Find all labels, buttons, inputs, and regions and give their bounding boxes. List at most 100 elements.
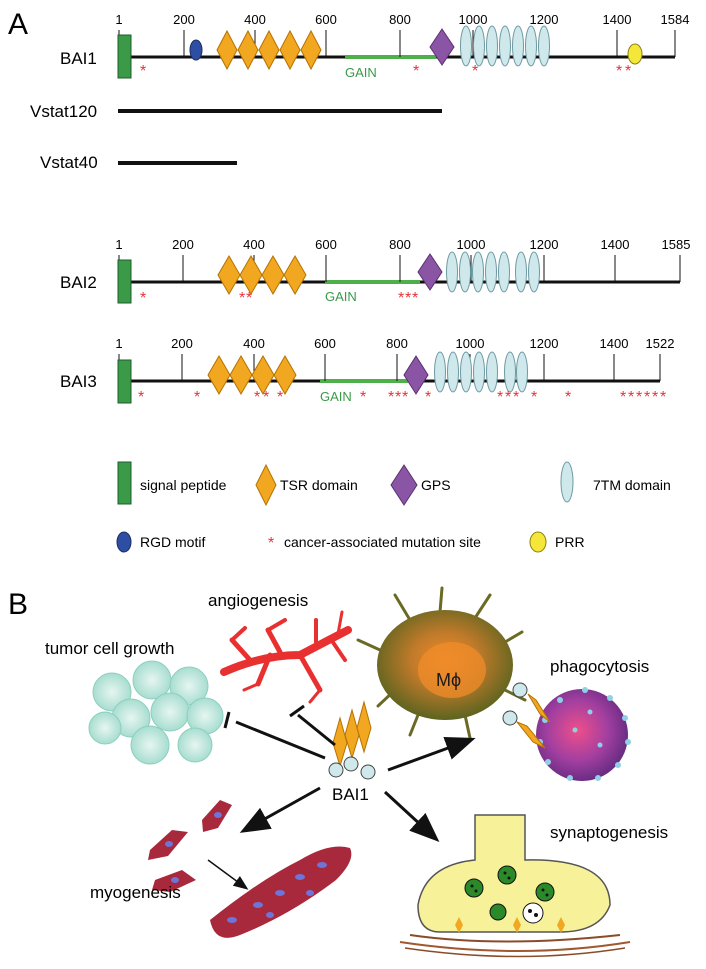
bai2-gain-label: GAIN	[325, 289, 357, 304]
bai3-diagram: BAI3 1 200 400 600 800 1000 1200 1400 15…	[60, 336, 674, 406]
bai1-tick-label: 1000	[459, 12, 488, 27]
legend-gps-label: GPS	[421, 477, 451, 493]
svg-text:*: *	[472, 63, 478, 80]
inhibit-tumor-line	[235, 720, 326, 760]
bai1-signal-peptide	[117, 34, 132, 79]
svg-text:*: *	[625, 63, 631, 80]
bai2-tick-label: 1000	[457, 237, 486, 252]
legend-gps-swatch	[390, 464, 418, 506]
bai3-tick-label: 1400	[600, 336, 629, 351]
bai1-tick-label: 1400	[603, 12, 632, 27]
svg-text:*: *	[644, 389, 650, 406]
bai1-tsr-domains	[216, 29, 322, 71]
svg-text:*: *	[531, 389, 537, 406]
bai3-tick-label: 1522	[646, 336, 675, 351]
svg-text:*: *	[412, 290, 418, 307]
macrophage-icon	[356, 586, 527, 740]
svg-text:*: *	[660, 389, 666, 406]
legend-rgd-swatch	[116, 531, 132, 553]
legend: signal peptide TSR domain GPS 7TM domain…	[116, 461, 671, 553]
synapse-icon	[399, 814, 631, 958]
svg-text:*: *	[277, 389, 283, 406]
svg-text:*: *	[388, 389, 394, 406]
legend-tsr-label: TSR domain	[280, 477, 358, 493]
arrow-myogenesis	[239, 786, 321, 833]
bai3-scale-ticks	[118, 354, 661, 381]
myoblast-fusion-arrow	[207, 859, 249, 890]
bai1-name: BAI1	[60, 49, 97, 68]
bai1-tick-label: 800	[389, 12, 411, 27]
bai2-7tm-domains	[446, 251, 540, 293]
svg-text:*: *	[425, 389, 431, 406]
legend-signal-peptide-label: signal peptide	[140, 477, 227, 493]
svg-text:*: *	[620, 389, 626, 406]
bai1-scale-ticks	[118, 30, 676, 57]
bai3-mutation-sites: * * * * * * * * * * * * * * * * * * * * …	[138, 389, 666, 406]
bai3-tsr-domains	[207, 355, 297, 395]
legend-rgd-label: RGD motif	[140, 534, 205, 550]
synaptogenesis-label: synaptogenesis	[550, 823, 668, 842]
bai3-7tm-domains	[434, 351, 528, 393]
bai3-tick-label: 1	[115, 336, 122, 351]
svg-text:*: *	[263, 389, 269, 406]
bai1-mutation-sites: * * * * *	[140, 63, 631, 80]
bai1-tick-label: 200	[173, 12, 195, 27]
panel-a-label: A	[8, 8, 28, 41]
svg-text:*: *	[138, 389, 144, 406]
bai3-gps	[403, 355, 429, 395]
bai2-tick-label: 1400	[601, 237, 630, 252]
bai2-tick-label: 1	[115, 237, 122, 252]
svg-text:*: *	[616, 63, 622, 80]
legend-mutation-label: cancer-associated mutation site	[284, 534, 481, 550]
bai2-tsr-domains	[217, 255, 307, 295]
myotube-nuclei	[227, 862, 327, 923]
bai1-receptor-icon	[328, 700, 376, 780]
svg-text:*: *	[628, 389, 634, 406]
bai3-tick-label: 600	[314, 336, 336, 351]
bai1-gain-label: GAIN	[345, 65, 377, 80]
macrophage-label: Mϕ	[436, 670, 461, 690]
bai3-tick-label: 400	[243, 336, 265, 351]
bai3-tick-label: 200	[171, 336, 193, 351]
bai1-diagram: BAI1 1 200 400 600 800 1000 1200 1400 15…	[60, 12, 689, 80]
arrow-phagocytosis	[387, 736, 476, 772]
bai2-tick-label: 1585	[662, 237, 691, 252]
bai3-tick-label: 1000	[456, 336, 485, 351]
legend-tsr-swatch	[255, 463, 277, 507]
legend-7tm-label: 7TM domain	[593, 477, 671, 493]
bai2-tick-label: 200	[172, 237, 194, 252]
bai3-tick-label: 1200	[530, 336, 559, 351]
svg-text:*: *	[360, 389, 366, 406]
svg-text:*: *	[254, 389, 260, 406]
svg-text:*: *	[565, 389, 571, 406]
svg-text:*: *	[402, 389, 408, 406]
bai1-tick-label: 1584	[661, 12, 690, 27]
svg-text:*: *	[405, 290, 411, 307]
bai1-tick-label: 600	[315, 12, 337, 27]
bai1-center-label: BAI1	[332, 785, 369, 804]
bai3-name: BAI3	[60, 372, 97, 391]
bai1-rgd-motif	[189, 39, 203, 61]
svg-text:*: *	[140, 290, 146, 307]
myogenesis-label: myogenesis	[90, 883, 181, 902]
svg-text:*: *	[194, 389, 200, 406]
svg-text:*: *	[246, 290, 252, 307]
legend-signal-peptide-swatch	[117, 461, 132, 505]
legend-7tm-swatch	[560, 461, 574, 503]
bai2-tick-label: 600	[315, 237, 337, 252]
bai2-mutation-sites: * * * * * *	[140, 290, 418, 307]
phagocytosis-label: phagocytosis	[550, 657, 649, 676]
svg-text:*: *	[497, 389, 503, 406]
legend-prr-swatch	[529, 531, 547, 553]
svg-text:*: *	[413, 63, 419, 80]
panel-b-label: B	[8, 588, 28, 621]
svg-text:*: *	[505, 389, 511, 406]
apoptotic-cell-icon	[536, 687, 631, 781]
svg-text:*: *	[398, 290, 404, 307]
bai2-tick-label: 800	[389, 237, 411, 252]
svg-text:*: *	[513, 389, 519, 406]
bai2-scale-ticks	[118, 255, 681, 282]
bai3-signal-peptide	[117, 359, 132, 404]
vstat40-name: Vstat40	[40, 153, 98, 172]
inhibit-tumor-bar	[223, 711, 231, 729]
